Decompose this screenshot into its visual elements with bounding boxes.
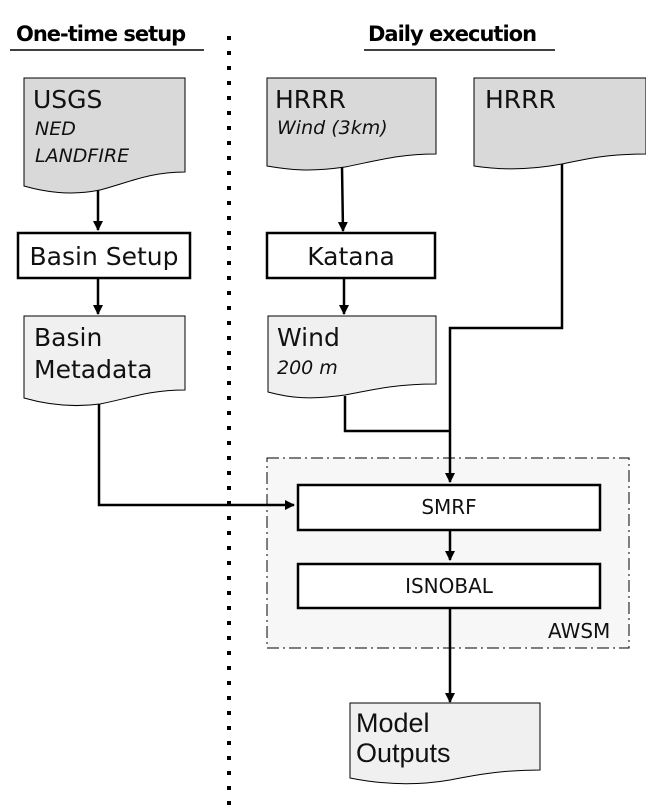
hrrr-wind-title: HRRR: [275, 85, 346, 114]
node-hrrr-wind: HRRR Wind (3km): [266, 77, 437, 171]
basin-metadata-document-shape: [23, 315, 186, 407]
smrf-label: SMRF: [421, 495, 476, 519]
usgs-document-shape: [23, 77, 186, 194]
hrrr-document-shape: [473, 77, 646, 170]
hrrr-wind-sub: Wind (3km): [277, 117, 388, 139]
header-left-text: One-time setup: [16, 22, 186, 46]
katana-label: Katana: [307, 242, 395, 271]
katana-box: [265, 231, 437, 280]
header-daily-execution: Daily execution: [364, 22, 555, 51]
node-hrrr: HRRR: [473, 77, 646, 170]
wind-200m-document-shape: [267, 315, 437, 399]
basin-metadata-title-1: Basin: [34, 323, 102, 352]
wind-200m-title: Wind: [277, 323, 340, 352]
node-basin-metadata: Basin Metadata: [23, 315, 186, 407]
edge-hrrr-wind-katana: [337, 166, 348, 232]
model-outputs-title-1: Model: [356, 708, 430, 738]
edges: [93, 164, 564, 703]
basin-setup-label: Basin Setup: [30, 242, 179, 271]
usgs-sub-ned: NED: [35, 118, 76, 140]
header-right-text: Daily execution: [368, 22, 536, 46]
edge-hrrr-smrf: [445, 164, 564, 483]
node-usgs: USGS NED LANDFIRE: [23, 77, 186, 194]
edge-wind200-smrf: [343, 396, 450, 433]
usgs-sub-landfire: LANDFIRE: [35, 145, 129, 167]
isnobal-box: [296, 562, 602, 610]
node-model-outputs: Model Outputs: [349, 702, 541, 785]
basin-setup-box: [16, 231, 192, 280]
node-katana: Katana: [265, 231, 437, 280]
hrrr-title: HRRR: [485, 85, 556, 114]
basin-metadata-title-2: Metadata: [34, 355, 152, 384]
edge-metadata-smrf: [97, 402, 295, 510]
isnobal-label: ISNOBAL: [405, 574, 494, 598]
model-outputs-document-shape: [349, 702, 541, 785]
node-smrf: SMRF: [296, 483, 602, 532]
wind-200m-sub: 200 m: [277, 357, 338, 379]
awsm-label: AWSM: [548, 619, 610, 643]
usgs-title: USGS: [33, 85, 102, 114]
hrrr-wind-document-shape: [266, 77, 437, 171]
smrf-box: [296, 483, 602, 532]
node-basin-setup: Basin Setup: [16, 231, 192, 280]
model-outputs-title-2: Outputs: [356, 738, 451, 768]
header-one-time-setup: One-time setup: [10, 22, 204, 51]
node-wind-200m: Wind 200 m: [267, 315, 437, 399]
node-isnobal: ISNOBAL: [296, 562, 602, 610]
